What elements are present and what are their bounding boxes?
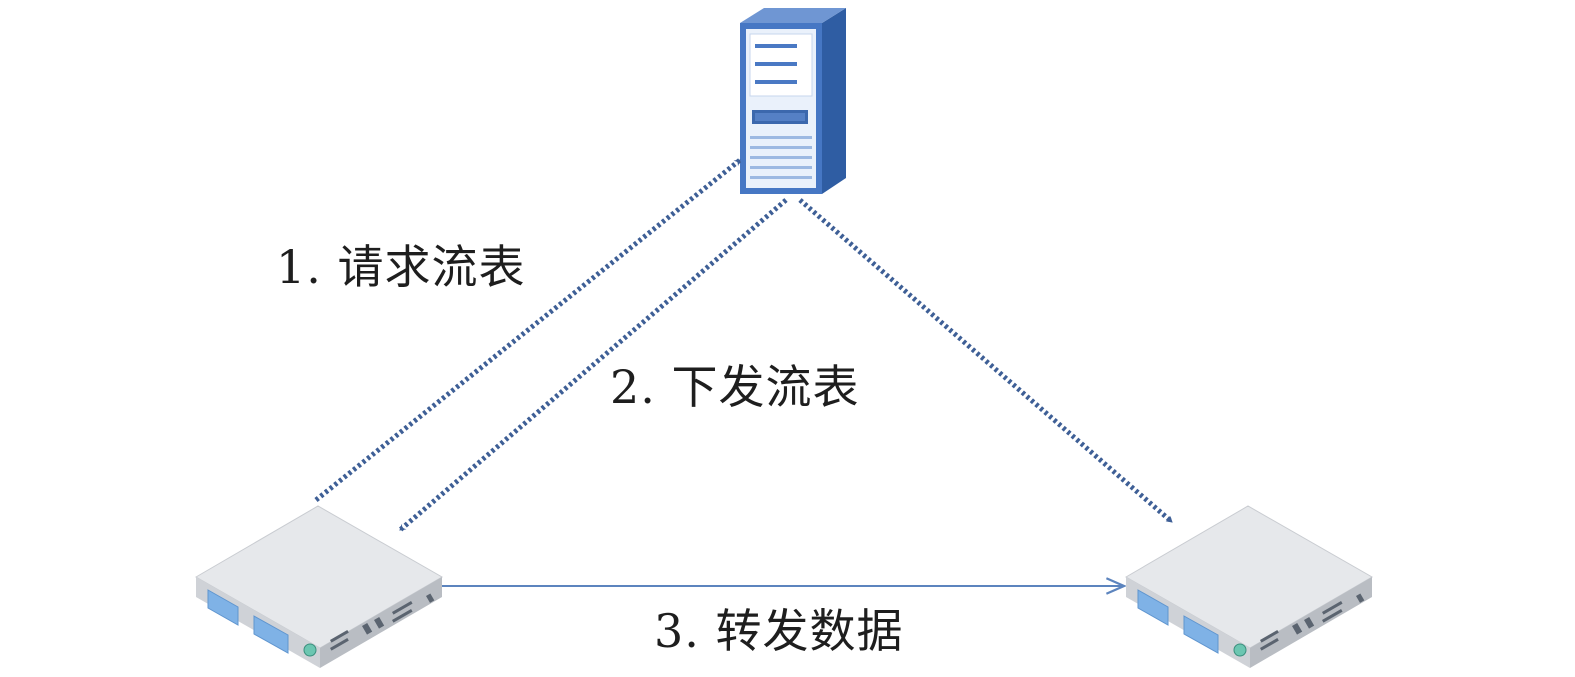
request-flow-table-label: 1. 请求流表	[276, 240, 526, 294]
controller-server-icon	[740, 8, 846, 194]
request-flow-link	[314, 158, 742, 502]
controller-to-right-switch-link	[798, 198, 1174, 524]
issue-flow-link	[398, 198, 788, 532]
issue-flow-table-label: 2. 下发流表	[610, 360, 860, 414]
right-switch-icon	[1124, 505, 1374, 668]
left-switch-icon	[194, 505, 444, 668]
forward-data-label: 3. 转发数据	[654, 604, 904, 658]
